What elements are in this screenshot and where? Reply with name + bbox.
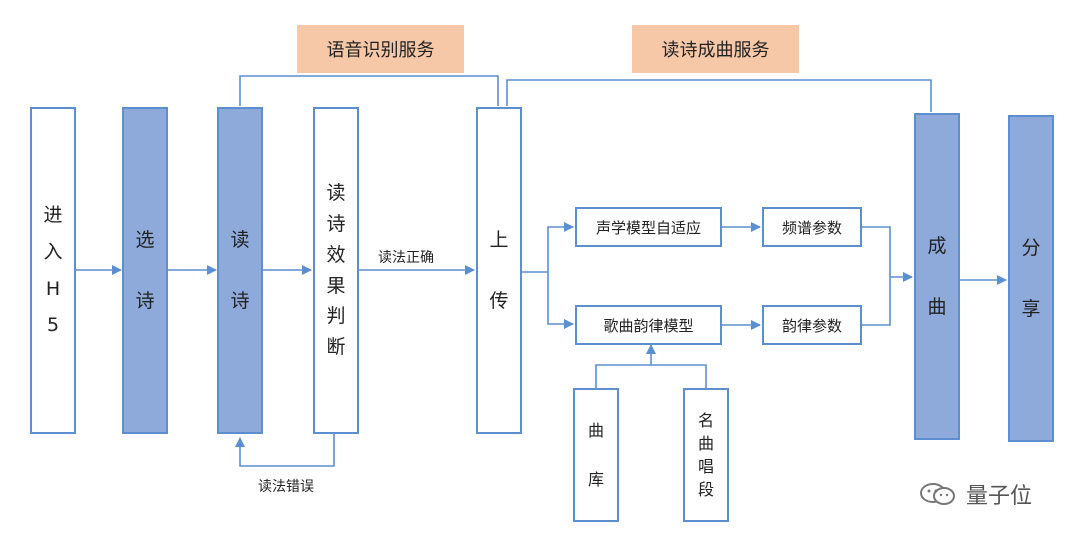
step-judge: 读 诗 效 果 判 断 <box>313 107 359 434</box>
library-char: 曲 <box>587 420 604 440</box>
arrow-to-acoustic <box>547 222 574 272</box>
step-read-char: 诗 <box>230 289 250 312</box>
acoustic-model-label: 声学模型自适应 <box>595 218 701 237</box>
spectrum-param-box: 频谱参数 <box>762 207 862 247</box>
step-enter-char: 5 <box>46 314 60 337</box>
step-judge-char: 断 <box>326 336 346 359</box>
step-read-char: 读 <box>230 228 250 251</box>
step-enter-char: 进 <box>43 203 63 226</box>
step-judge-char: 诗 <box>326 212 346 235</box>
famous-char: 唱 <box>697 457 714 476</box>
song-library-box: 曲 库 <box>573 388 619 522</box>
step-select-char: 选 <box>135 228 155 251</box>
watermark: 量子位 <box>918 478 1032 510</box>
step-upload-char: 传 <box>489 289 509 312</box>
feed-library <box>595 364 651 388</box>
correct-reading-label: 读法正确 <box>378 250 434 266</box>
watermark-text: 量子位 <box>966 484 1033 509</box>
poem-song-service-bracket <box>506 79 932 112</box>
wechat-icon <box>920 483 955 505</box>
step-compose-char: 曲 <box>927 295 947 318</box>
wrong-reading-label: 读法错误 <box>258 479 314 495</box>
library-char: 库 <box>587 470 604 489</box>
step-enter-char: 入 <box>43 240 63 263</box>
rhythm-param-label: 韵律参数 <box>781 316 842 335</box>
step-share: 分 享 <box>1008 115 1054 442</box>
famous-char: 曲 <box>697 433 714 453</box>
step-judge-char: 读 <box>326 182 346 205</box>
step-upload: 上 传 <box>476 107 522 434</box>
spectrum-param-label: 频谱参数 <box>781 218 842 237</box>
famous-songs-box: 名 曲 唱 段 <box>683 388 729 522</box>
rhythm-param-box: 韵律参数 <box>762 305 862 345</box>
merge-spectrum <box>862 226 891 277</box>
famous-char: 名 <box>697 410 714 430</box>
step-share-char: 享 <box>1021 297 1041 320</box>
step-select-char: 诗 <box>135 289 155 312</box>
step-read-poem: 读 诗 <box>217 107 263 434</box>
step-compose: 成 曲 <box>914 113 960 440</box>
merge-rhythm <box>862 277 891 326</box>
step-select-poem: 选 诗 <box>122 107 168 434</box>
arrow-wrong-loop <box>235 434 335 467</box>
step-compose-char: 成 <box>927 234 947 257</box>
acoustic-model-box: 声学模型自适应 <box>575 207 722 247</box>
step-enter-char: H <box>45 277 61 300</box>
speech-service-label: 语音识别服务 <box>297 25 464 73</box>
arrow-to-melody <box>547 272 574 329</box>
step-upload-char: 上 <box>489 228 509 251</box>
melody-model-box: 歌曲韵律模型 <box>575 305 722 345</box>
step-share-char: 分 <box>1021 236 1041 259</box>
step-judge-char: 果 <box>326 274 346 297</box>
famous-char: 段 <box>697 480 714 500</box>
poem-song-service-label: 读诗成曲服务 <box>632 25 799 73</box>
melody-model-label: 歌曲韵律模型 <box>603 316 694 335</box>
step-judge-char: 效 <box>326 243 346 266</box>
feed-famous <box>651 364 707 388</box>
step-enter-h5: 进 入 H 5 <box>30 107 76 434</box>
speech-service-bracket <box>239 75 499 106</box>
step-judge-char: 判 <box>326 305 346 328</box>
